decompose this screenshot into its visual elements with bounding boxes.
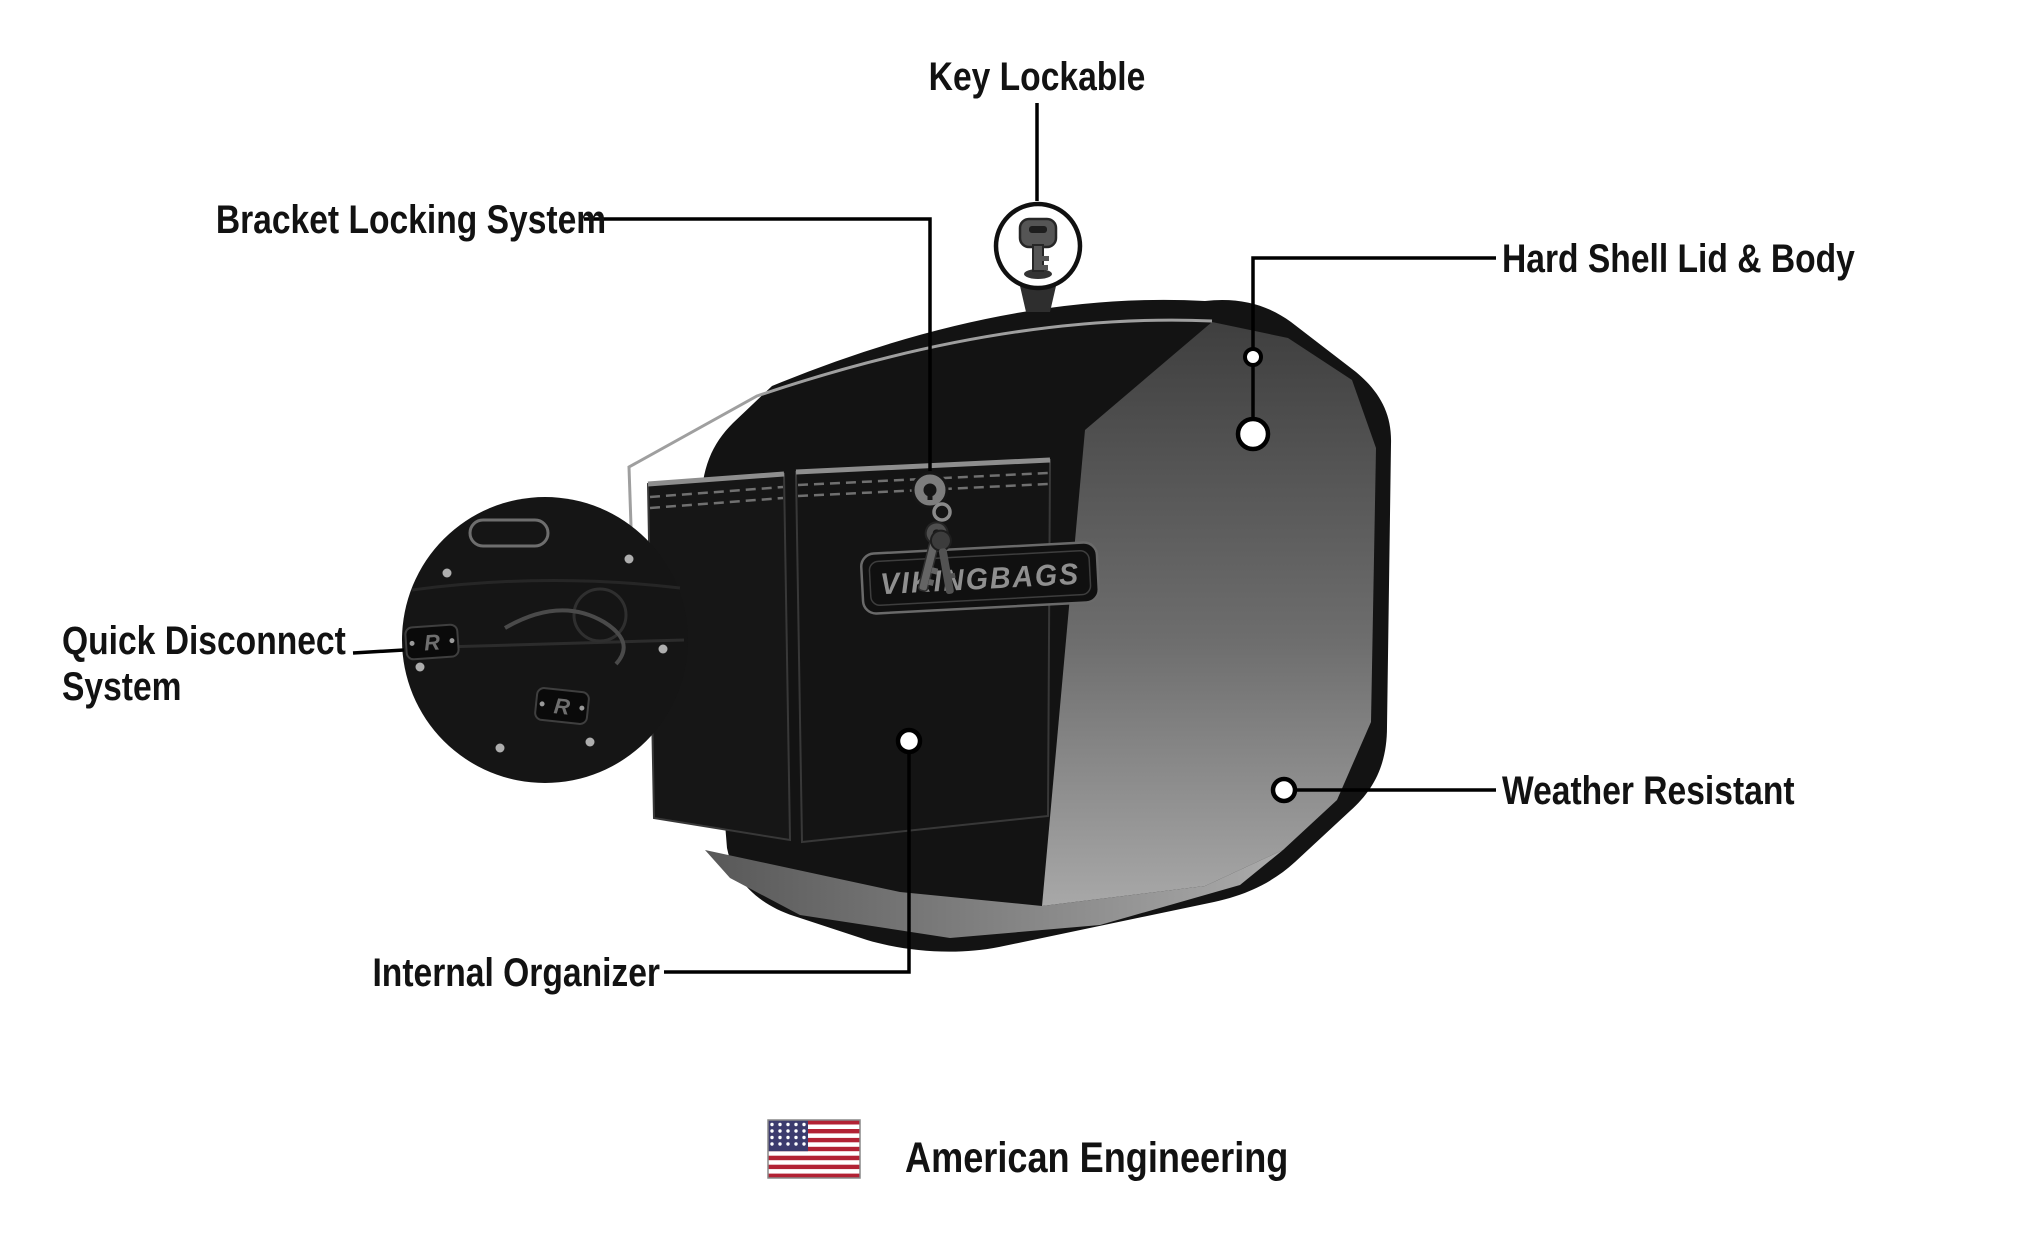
pocket-left-stitch-2 (649, 496, 784, 510)
bag-inner-floor (705, 850, 1283, 938)
key-icon (993, 201, 1083, 312)
bracket-locking-line (584, 217, 932, 471)
quick-disconnect-line (352, 648, 405, 655)
callout-label-key-lockable: Key Lockable (928, 55, 1146, 99)
callout-label-bracket-locking-system: Bracket Locking System (215, 198, 607, 242)
pocket-right-stitch-1 (797, 471, 1049, 487)
key-pedestal (1020, 286, 1056, 312)
pocket-left-stitch-1 (649, 485, 784, 499)
callout-label-internal-organizer: Internal Organizer (372, 951, 660, 995)
callout-markers (895, 347, 1298, 804)
hard-bag-illustration: VIKINGBAGS (627, 201, 1392, 952)
pocket-right (794, 458, 1052, 844)
internal-organizer-line (664, 754, 911, 974)
pocket-right-binding (795, 457, 1051, 475)
us-flag-icon (767, 1119, 861, 1179)
pocket-right-stitch-2 (797, 482, 1049, 498)
callout-label-hard-shell-lid-body: Hard Shell Lid & Body (1502, 237, 1855, 281)
brand-badge: VIKINGBAGS (860, 541, 1100, 615)
clip-monogram: R (423, 629, 441, 655)
key-ring (932, 502, 952, 522)
hard-shell-dot-marker (1243, 347, 1263, 367)
disconnect-clip-1: R (404, 623, 460, 661)
pocket-left-binding (647, 471, 785, 487)
bag-inner-wall (1042, 322, 1376, 906)
internal-organizer-ring-marker (895, 727, 923, 755)
disconnect-clip-2: R (534, 687, 590, 725)
hard-shell-ring-marker (1235, 416, 1271, 452)
footer-american-engineering: American Engineering (905, 1134, 1289, 1182)
weather-resistant-ring-marker (1270, 776, 1298, 804)
screws (415, 554, 668, 753)
clip-monogram: R (553, 693, 572, 720)
quick-disconnect-inset: R R (402, 497, 688, 783)
mount-disc (572, 587, 628, 643)
callout-label-quick-disconnect-system: Quick Disconnect System (62, 619, 346, 709)
bracket-lock-icon (911, 471, 956, 595)
flag-stars (770, 1122, 806, 1146)
plate-edge (411, 578, 681, 592)
lid-seam-line (627, 318, 1213, 586)
hanging-key-2 (929, 529, 956, 595)
callout-label-weather-resistant: Weather Resistant (1502, 769, 1795, 813)
internal-organizer-pockets (646, 457, 1052, 844)
release-cable (503, 608, 626, 666)
mount-tab (468, 518, 550, 548)
